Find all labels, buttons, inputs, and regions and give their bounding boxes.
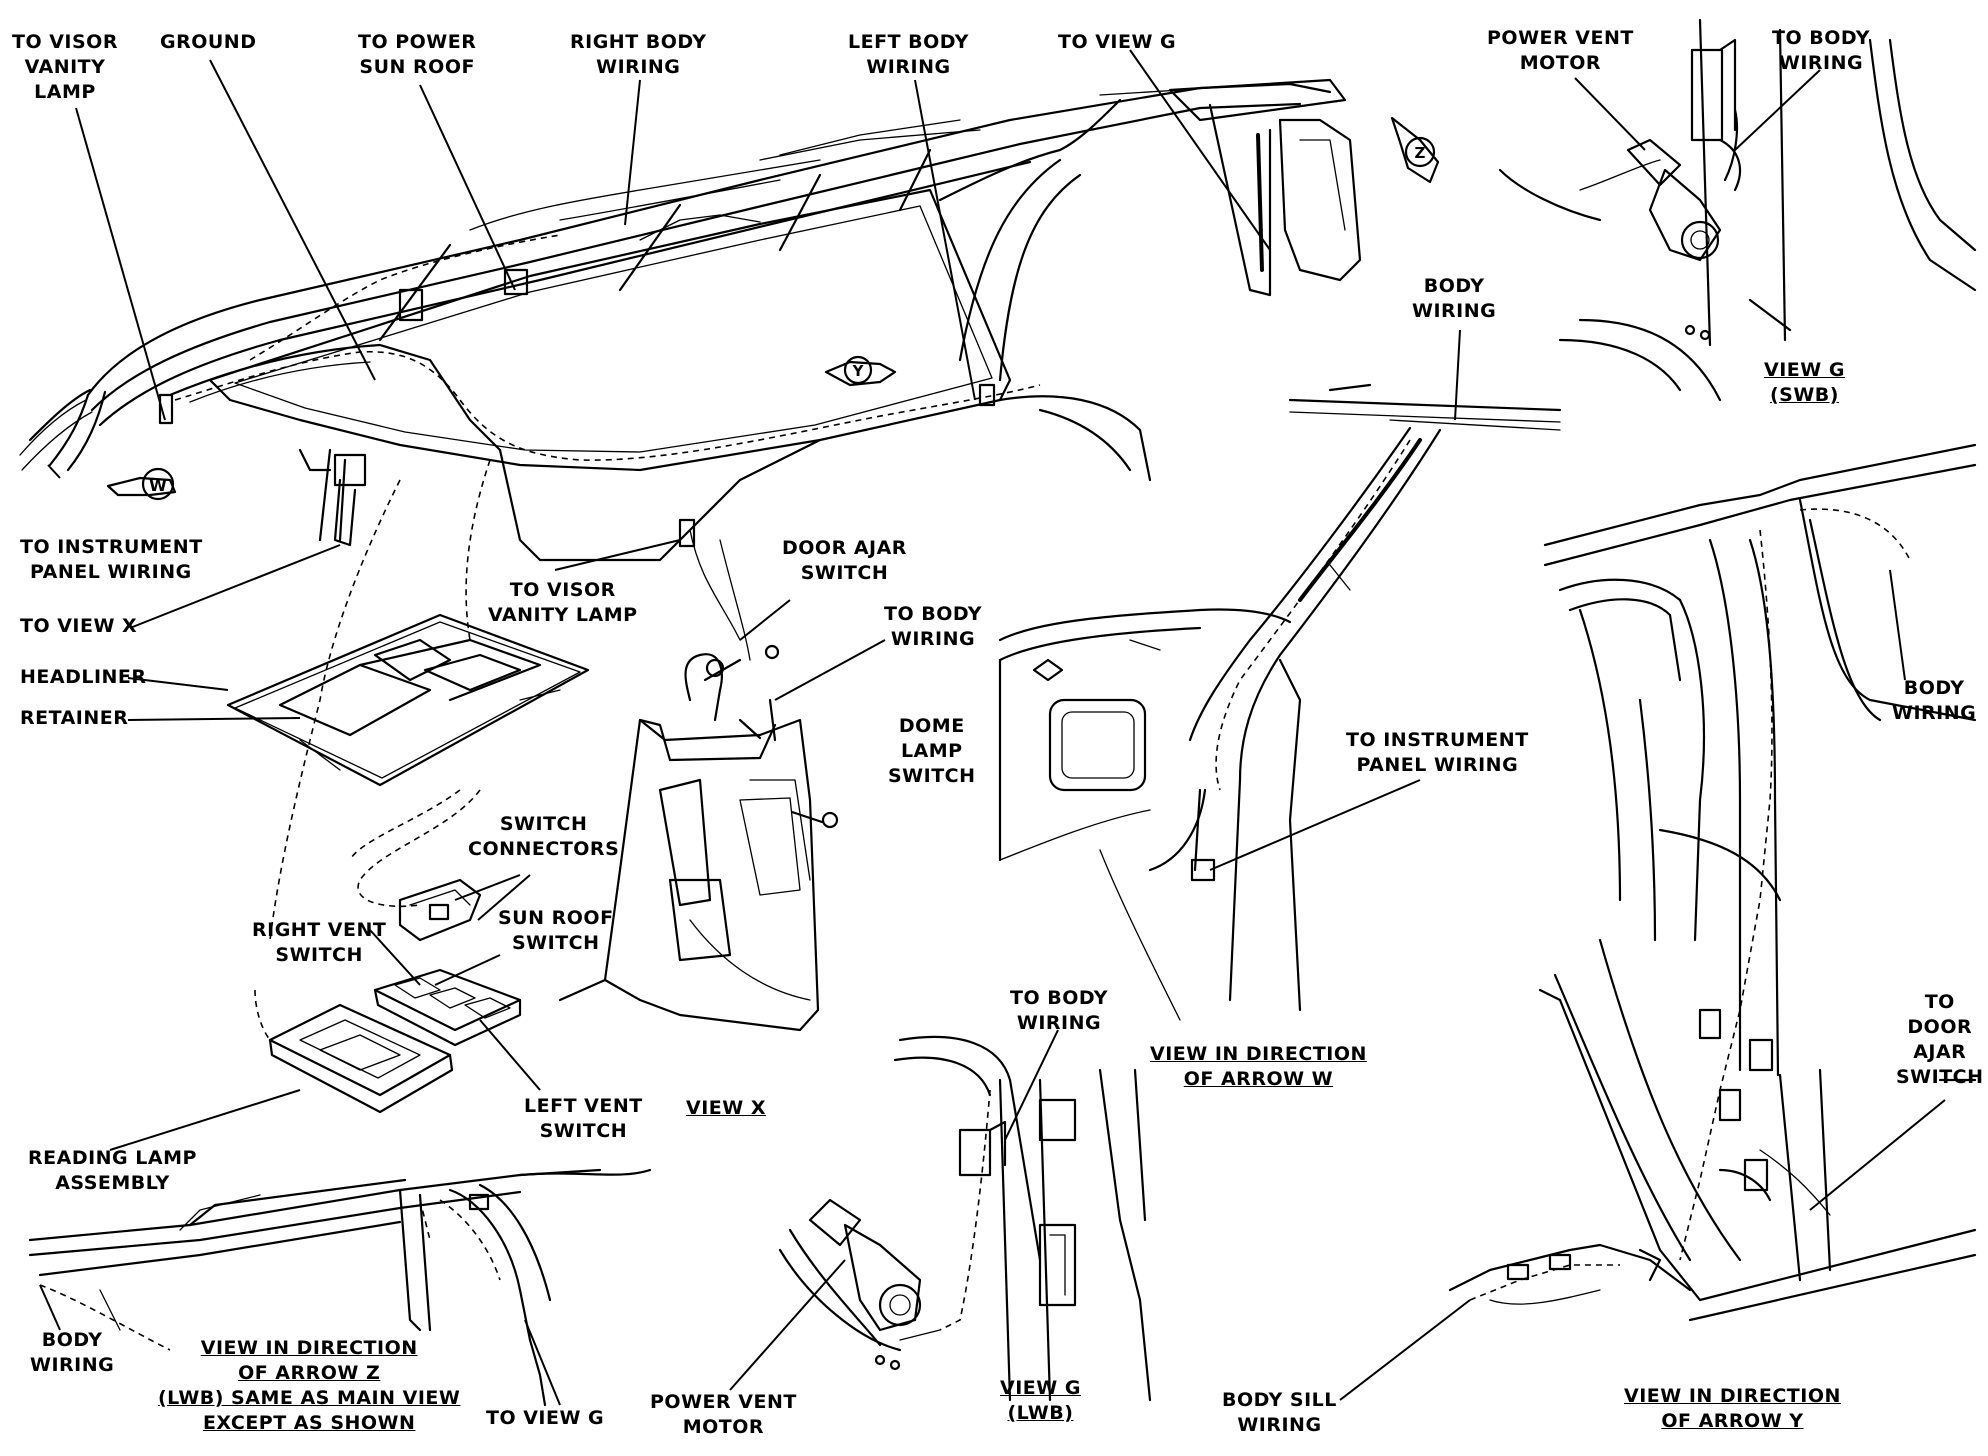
view-y-letter: Y: [852, 362, 865, 380]
label-to-view-g-top: TO VIEW G: [1058, 31, 1177, 53]
view-g-lwb-diagram: [778, 1035, 1152, 1402]
label-to-view-x: TO VIEW X: [20, 615, 138, 637]
view-y-marker: Y: [824, 355, 897, 387]
view-arrow-w-diagram: [998, 383, 1562, 1021]
view-z-marker: Z: [1390, 116, 1440, 184]
main-roof-view: W Y Z: [19, 78, 1440, 661]
view-arrow-z-diagram: [28, 1168, 652, 1407]
label-retainer: RETAINER: [20, 707, 129, 729]
view-w-letter: W: [149, 476, 167, 495]
view-arrow-y-diagram: [1448, 443, 1977, 1322]
label-view-g-lwb: VIEW G(LWB): [1000, 1377, 1081, 1424]
label-to-view-g-bottom: TO VIEW G: [486, 1407, 605, 1429]
label-view-g-swb: VIEW G(SWB): [1764, 359, 1845, 406]
label-view-x: VIEW X: [686, 1097, 766, 1119]
label-ground: GROUND: [160, 31, 257, 53]
view-w-marker: W: [106, 467, 177, 501]
view-z-letter: Z: [1415, 144, 1426, 162]
view-g-swb-diagram: [1498, 18, 1977, 402]
headliner-exploded-view: [226, 459, 590, 1114]
label-headliner: HEADLINER: [20, 666, 147, 688]
view-x-diagram: [558, 644, 839, 1032]
leader-lines: [39, 49, 1946, 1406]
